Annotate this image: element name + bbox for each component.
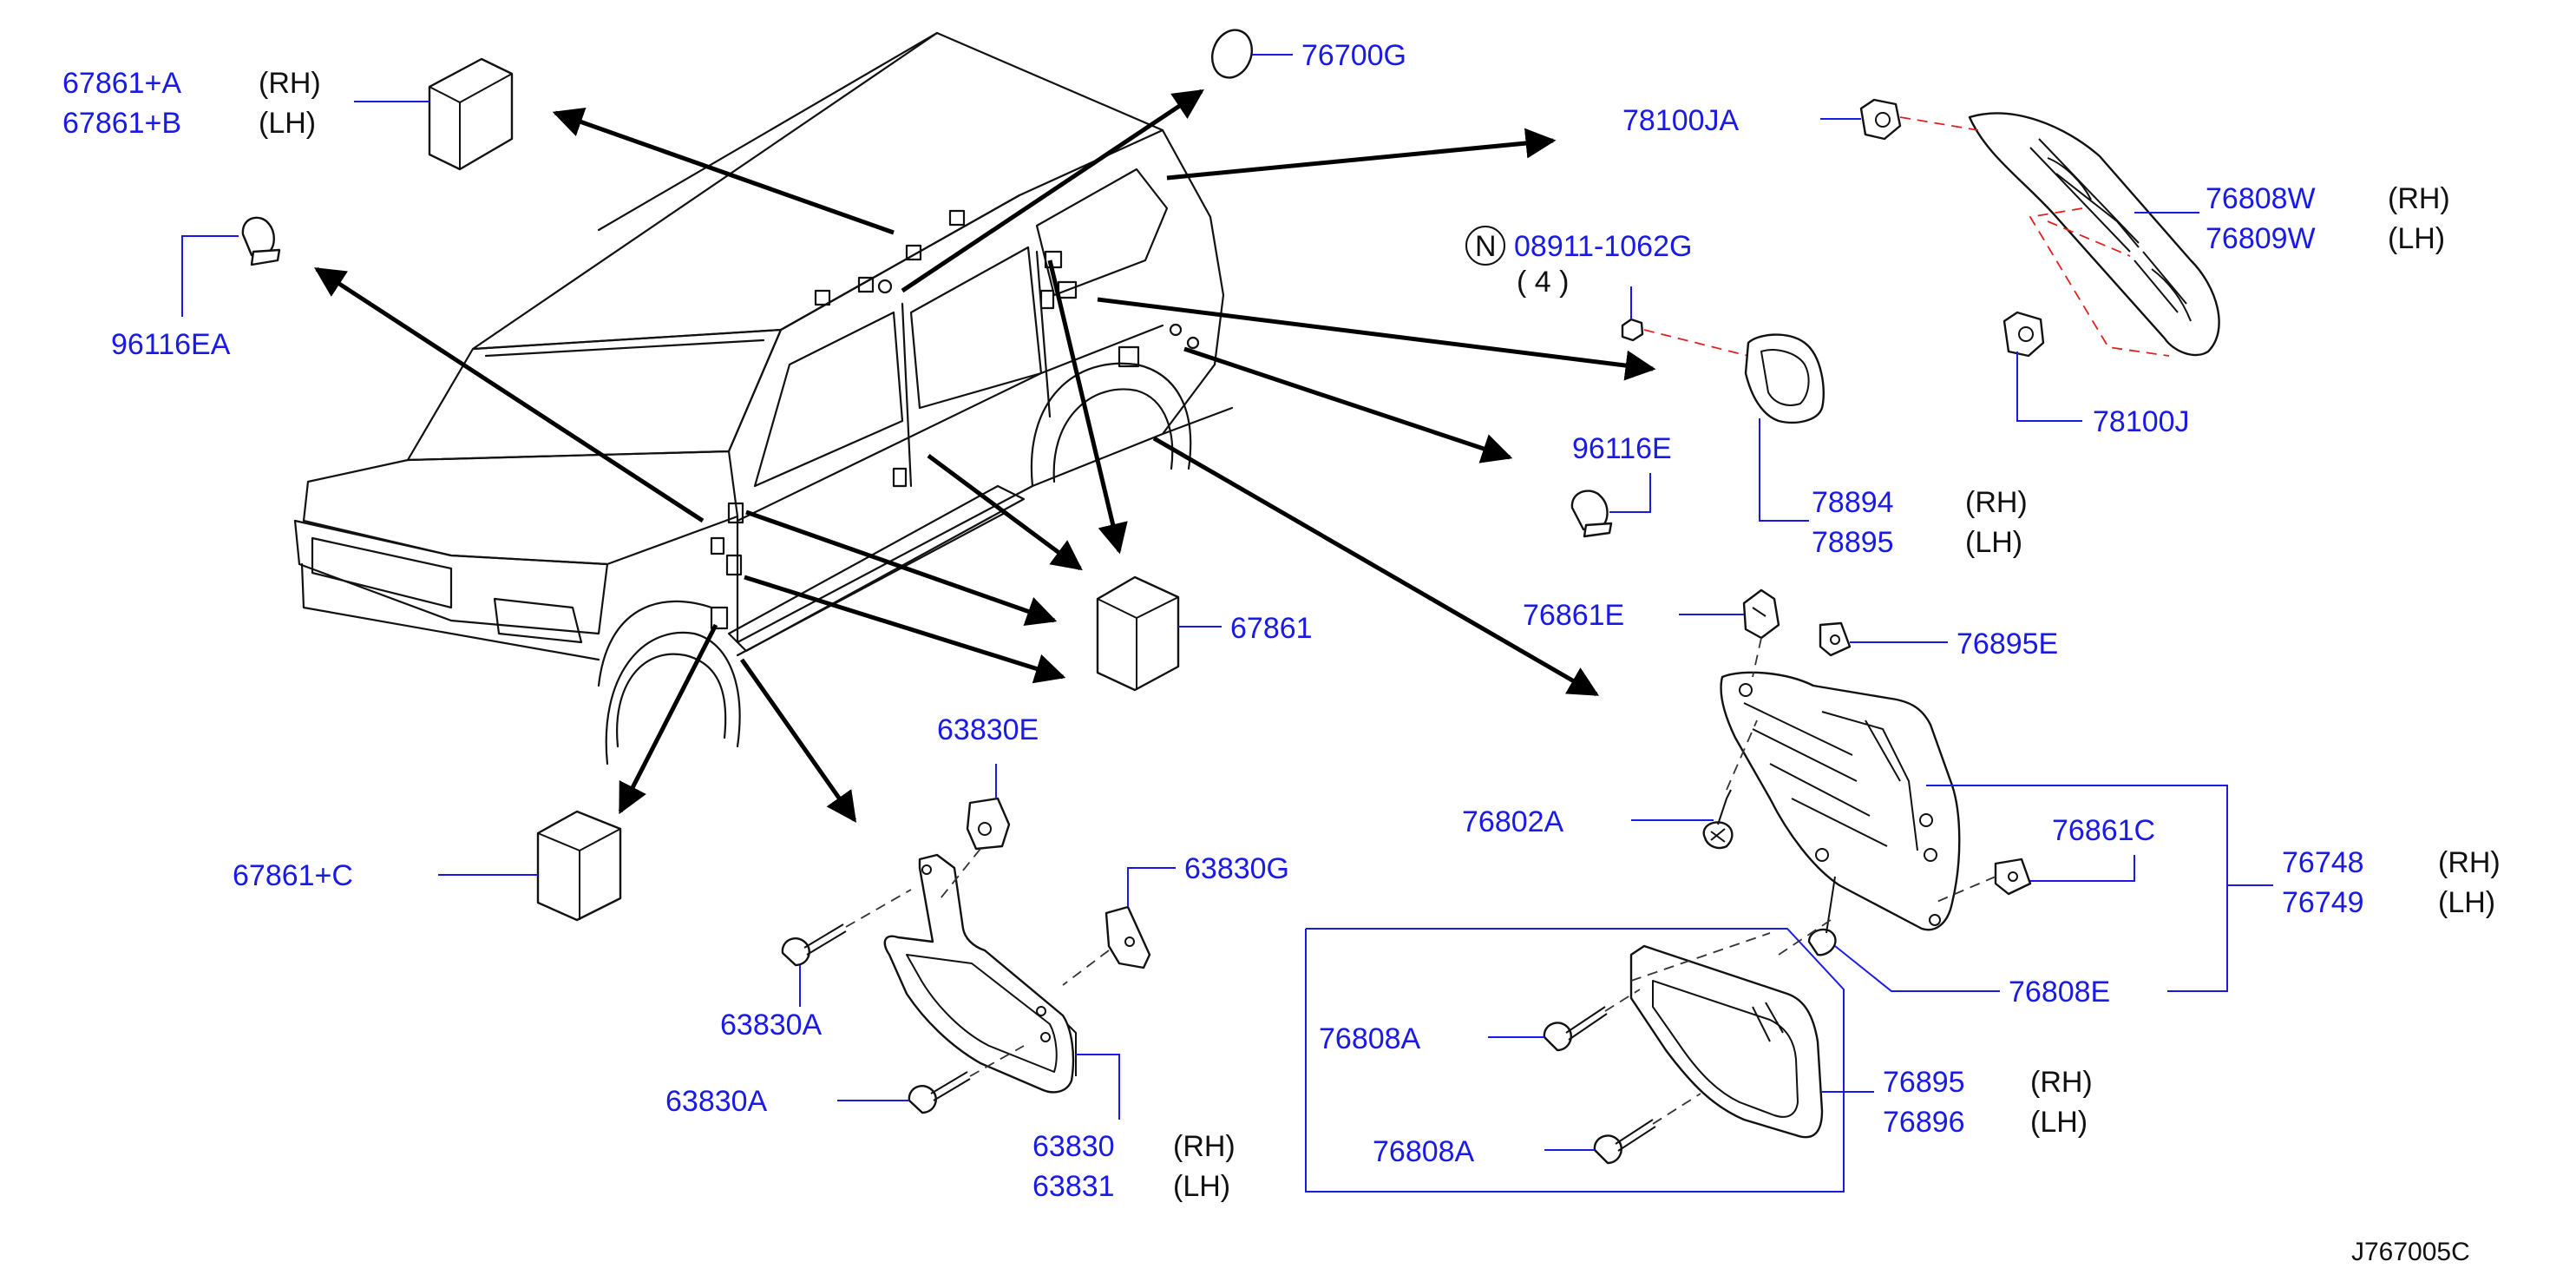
part-76808e-rivet <box>1807 876 2000 992</box>
side-lh-67861b: (LH) <box>259 107 316 140</box>
callout-76808a-upper: 76808A <box>1319 1022 1421 1055</box>
part-76802a-screw <box>1631 720 1758 850</box>
callout-76809w: 76809W <box>2206 222 2316 255</box>
callout-96116e: 96116E <box>1572 432 1672 465</box>
callout-63830: 63830 <box>1032 1130 1115 1163</box>
side-rh-76748: (RH) <box>2438 846 2501 879</box>
locator-arrows <box>314 89 1656 823</box>
vent-guide-lines <box>1899 116 2170 357</box>
part-08911-nut: N <box>1465 226 1749 357</box>
callout-76861e: 76861E <box>1523 599 1624 632</box>
callout-63831: 63831 <box>1032 1170 1115 1203</box>
part-63830a-screw-upper <box>781 889 912 1007</box>
part-67861a-box <box>354 57 514 171</box>
side-rh-67861a: (RH) <box>259 67 321 100</box>
callout-76861c: 76861C <box>2052 814 2155 847</box>
callout-96116ea: 96116EA <box>111 328 231 361</box>
part-76808a-screw-upper <box>1488 989 1641 1052</box>
side-rh-63830: (RH) <box>1173 1130 1236 1163</box>
side-rh-76895: (RH) <box>2030 1066 2093 1099</box>
side-lh-63831: (LH) <box>1173 1170 1230 1203</box>
side-lh-76896: (LH) <box>2030 1106 2088 1139</box>
part-76861c-clip <box>1934 855 2135 904</box>
callout-78894: 78894 <box>1812 486 1894 519</box>
callout-67861: 67861 <box>1230 612 1313 645</box>
part-63830a-screw-lower <box>837 1045 1025 1114</box>
qty-08911: ( 4 ) <box>1517 266 1569 299</box>
part-78894-bracket <box>1744 333 1825 522</box>
part-96116ea-clip <box>181 216 281 317</box>
callout-76808w: 76808W <box>2206 182 2316 215</box>
vehicle-illustration <box>293 31 1234 766</box>
callout-78895: 78895 <box>1812 526 1894 559</box>
side-rh-78894: (RH) <box>1965 486 2028 519</box>
callout-76808a-lower: 76808A <box>1373 1135 1475 1168</box>
side-lh-78895: (LH) <box>1965 526 2022 559</box>
side-lh-76749: (LH) <box>2438 886 2495 919</box>
part-78100ja-clip <box>1820 98 1902 141</box>
part-76700g-plug <box>1211 29 1293 79</box>
callout-76895: 76895 <box>1883 1066 1965 1099</box>
callout-67861a: 67861+A <box>62 67 181 100</box>
callout-78100ja: 78100JA <box>1622 104 1740 137</box>
part-67861-box <box>1096 575 1222 692</box>
part-78100j-clip <box>2002 311 2082 422</box>
callout-78100j: 78100J <box>2093 405 2190 438</box>
callout-63830a-upper: 63830A <box>720 1009 823 1042</box>
callout-76896: 76896 <box>1883 1106 1965 1139</box>
callout-76895e: 76895E <box>1957 628 2058 660</box>
callout-63830a-lower: 63830A <box>665 1085 768 1118</box>
nut-n-marker: N <box>1475 230 1497 263</box>
part-96116e-clip <box>1570 473 1651 538</box>
callout-76802a: 76802A <box>1462 805 1564 838</box>
side-lh-76809w: (LH) <box>2388 222 2445 255</box>
part-76895e-clip <box>1819 621 1948 657</box>
callout-67861b: 67861+B <box>62 107 181 140</box>
callout-76749: 76749 <box>2282 886 2364 919</box>
callout-76808e: 76808E <box>2009 976 2110 1009</box>
callout-08911: 08911-1062G <box>1514 230 1692 263</box>
part-63830e-clip <box>936 764 1011 904</box>
part-76808w-vent <box>1968 112 2220 357</box>
callout-76700g: 76700G <box>1301 39 1406 72</box>
callout-67861c: 67861+C <box>233 859 353 892</box>
part-63830-mudguard <box>883 853 1120 1120</box>
part-76748-splash-guard <box>1720 671 2273 992</box>
part-76895-mudguard <box>1629 919 1832 1139</box>
part-76808a-screw-lower <box>1544 1093 1701 1165</box>
side-rh-76808w: (RH) <box>2388 182 2450 215</box>
diagram-reference: J767005C <box>2351 1238 2470 1266</box>
callout-76748: 76748 <box>2282 846 2364 879</box>
part-76861e-clip <box>1679 588 1780 678</box>
callout-63830e: 63830E <box>937 713 1039 746</box>
callout-63830g: 63830G <box>1184 852 1289 885</box>
detail-frame-76895 <box>1305 928 1845 1193</box>
part-67861c-box <box>438 810 622 922</box>
part-63830g-clip <box>1062 867 1176 986</box>
